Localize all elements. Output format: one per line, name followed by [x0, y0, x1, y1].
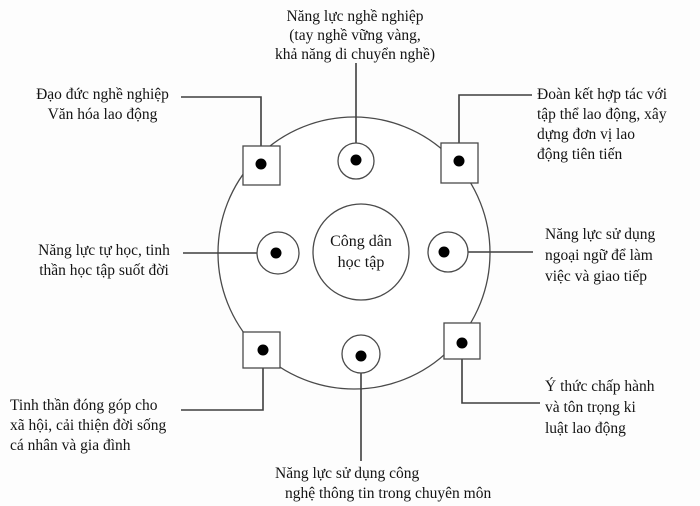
label-line: cá nhân và gia đình — [10, 437, 131, 454]
node-dot-bottom — [355, 350, 367, 362]
label-self-study: Năng lực tự học, tinh thần học tập suốt … — [24, 241, 184, 281]
label-line: (tay nghề vững vàng, — [289, 27, 421, 44]
label-line: Năng lực nghề nghiệp — [286, 8, 424, 25]
label-social-contribution: Tinh thần đóng góp cho xã hội, cải thiện… — [10, 396, 220, 456]
node-square-top-right — [440, 142, 479, 184]
label-line: Văn hóa lao động — [47, 106, 158, 123]
hub-circle — [312, 203, 410, 301]
label-solidarity-cooperation: Đoàn kết hợp tác với tập thể lao động, x… — [537, 85, 697, 165]
label-line: tập thể lao động, xây — [537, 106, 667, 123]
label-line: dựng đơn vị lao — [537, 126, 635, 143]
node-dot-mid-right — [438, 246, 450, 258]
hub-label-line: Công dân — [330, 233, 392, 250]
node-dot-bottom-left — [257, 344, 269, 356]
connector-bottom-right — [461, 343, 540, 404]
label-it-competence: Năng lực sử dụng công nghệ thông tin tro… — [275, 464, 535, 504]
label-line: Đạo đức nghề nghiệp — [36, 86, 169, 103]
label-labor-discipline: Ý thức chấp hành và tôn trọng ki luật la… — [545, 376, 695, 439]
label-line: nghệ thông tin trong chuyên môn — [285, 485, 492, 502]
label-line: ngoại ngữ để làm — [545, 247, 653, 264]
connector-top-right — [458, 94, 532, 161]
label-line: luật lao động — [545, 420, 626, 437]
node-dot-bottom-right — [456, 337, 468, 349]
node-dot-top-left — [255, 158, 267, 170]
connector-bottom-left — [181, 350, 264, 411]
label-line: Năng lực sử dụng — [545, 226, 656, 243]
label-professional-ethics: Đạo đức nghề nghiệp Văn hóa lao động — [20, 85, 185, 125]
node-dot-top — [350, 154, 362, 166]
hub-label: Công dân học tập — [313, 231, 409, 273]
label-career-competence: Năng lực nghề nghiệp (tay nghề vững vàng… — [235, 7, 475, 64]
hub-label-line: học tập — [337, 254, 385, 271]
label-foreign-language: Năng lực sử dụng ngoại ngữ để làm việc v… — [545, 224, 695, 287]
label-line: và tôn trọng ki — [545, 399, 636, 416]
label-line: Ý thức chấp hành — [545, 378, 655, 395]
label-line: Đoàn kết hợp tác với — [537, 86, 668, 103]
label-line: Tinh thần đóng góp cho — [10, 397, 158, 414]
connector-top-left — [181, 96, 262, 164]
label-line: động tiên tiến — [537, 146, 623, 163]
label-line: xã hội, cải thiện đời sống — [10, 417, 167, 434]
label-line: thần học tập suốt đời — [39, 262, 169, 279]
label-line: Năng lực tự học, tinh — [38, 242, 170, 259]
label-line: việc và giao tiếp — [545, 268, 647, 285]
node-dot-top-right — [453, 155, 465, 167]
node-dot-mid-left — [270, 247, 282, 259]
label-line: khả năng di chuyển nghề) — [274, 46, 436, 63]
label-line: Năng lực sử dụng công — [275, 465, 420, 482]
